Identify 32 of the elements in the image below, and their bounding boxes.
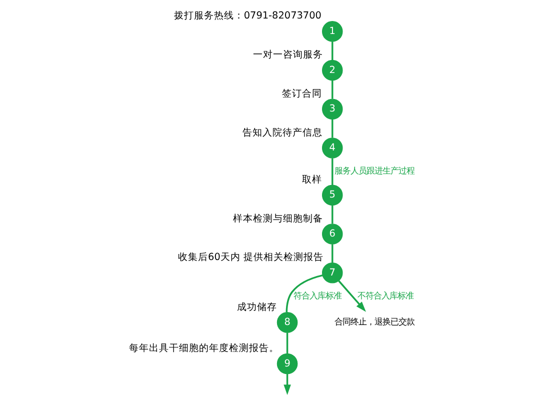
node-circle: 7 (321, 262, 342, 284)
connector (331, 205, 333, 224)
node-circle: 5 (321, 184, 342, 206)
node-circle: 6 (321, 224, 342, 244)
edge-label: 符合入库标准 (292, 290, 341, 301)
connector (331, 244, 333, 263)
node-circle: 3 (321, 98, 342, 120)
arrow (338, 280, 366, 312)
connector (331, 80, 333, 99)
node-label: 收集后60天内 提供相关检测报告 (178, 252, 323, 264)
connector (331, 119, 333, 138)
node-text: 合同终止，退换已交款 (334, 316, 414, 327)
node-circle: 8 (276, 312, 298, 333)
connector (286, 332, 288, 354)
node-label: 取样 (302, 174, 322, 186)
connector (285, 274, 322, 312)
node-label: 每年出具干细胞的年度检测报告。 (128, 343, 278, 354)
arrow (283, 374, 290, 396)
node-label: 告知入院待产信息 (242, 127, 322, 138)
node-label: 签订合同 (282, 88, 322, 100)
edge-label: 服务人员跟进生产过程 (334, 166, 414, 176)
node-circle: 4 (321, 138, 342, 158)
node-label: 一对一咨询服务 (252, 50, 322, 61)
node-label: 拨打服务热线：0791-82073700 (173, 10, 321, 22)
node-label: 样本检测与细胞制备 (232, 213, 322, 224)
node-label: 成功储存 (236, 302, 276, 313)
connector (331, 158, 333, 185)
node-circle: 9 (276, 353, 298, 374)
node-circle: 1 (321, 21, 342, 42)
connector (331, 42, 333, 60)
node-circle: 2 (321, 60, 342, 81)
edge-label: 不符合入库标准 (356, 290, 413, 301)
